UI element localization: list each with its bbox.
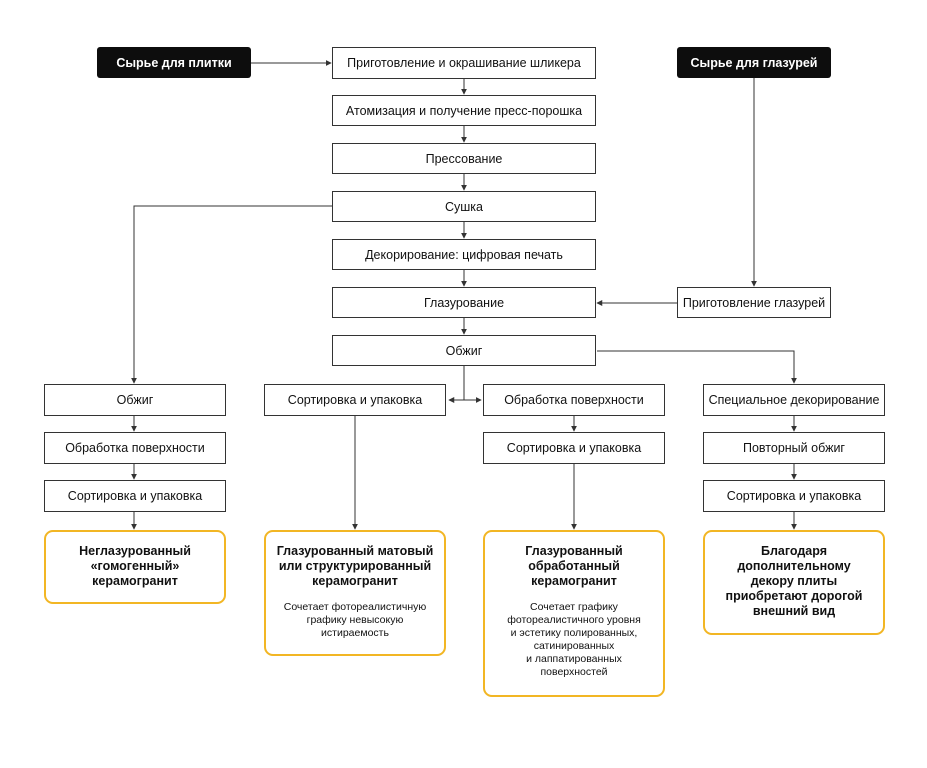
- step-glaze-prep: Приготовление глазурей: [677, 287, 831, 318]
- b1-fire-label: Обжиг: [116, 393, 154, 407]
- b4-special-label: Специальное декорирование: [708, 393, 880, 407]
- b4-sort-label: Сортировка и упаковка: [726, 489, 862, 503]
- step-fire-label: Обжиг: [445, 343, 483, 358]
- step-fire: Обжиг: [332, 335, 596, 366]
- step-dry: Сушка: [332, 191, 596, 222]
- b2-sort-label: Сортировка и упаковка: [287, 393, 423, 407]
- b4-sort: Сортировка и упаковка: [703, 480, 885, 512]
- b1-fire: Обжиг: [44, 384, 226, 416]
- result-processed-title: Глазурованный обработанный керамогранит: [525, 544, 623, 588]
- step-press-label: Прессование: [425, 151, 503, 166]
- b1-surface-label: Обработка поверхности: [65, 441, 205, 455]
- step-decor-label: Декорирование: цифровая печать: [365, 247, 563, 262]
- result-unglazed-title: Неглазурованный «гомогенный» керамограни…: [79, 544, 191, 588]
- b1-sort-label: Сортировка и упаковка: [67, 489, 203, 503]
- result-matte-title: Глазурованный матовый или структурирован…: [276, 544, 434, 588]
- b2-sort: Сортировка и упаковка: [264, 384, 446, 416]
- b3-sort-label: Сортировка и упаковка: [506, 441, 642, 455]
- result-matte-desc: Сочетает фотореалистичную графику невысо…: [283, 601, 427, 639]
- step-press: Прессование: [332, 143, 596, 174]
- b1-sort: Сортировка и упаковка: [44, 480, 226, 512]
- arrow-fire-to-branch4: [597, 350, 797, 384]
- b1-surface: Обработка поверхности: [44, 432, 226, 464]
- b4-refire: Повторный обжиг: [703, 432, 885, 464]
- step-dry-label: Сушка: [444, 199, 483, 214]
- step-glaze-prep-label: Приготовление глазурей: [682, 295, 826, 310]
- raw-glaze-label: Сырье для глазурей: [690, 55, 818, 70]
- arrow-dry-to-branch1: [131, 205, 332, 384]
- step-slip: Приготовление и окрашивание шликера: [332, 47, 596, 79]
- b4-special: Специальное декорирование: [703, 384, 885, 416]
- step-atomize-label: Атомизация и получение пресс-порошка: [345, 103, 583, 118]
- result-unglazed: Неглазурованный «гомогенный» керамограни…: [44, 530, 226, 604]
- raw-tile-label: Сырье для плитки: [116, 55, 232, 70]
- b4-refire-label: Повторный обжиг: [742, 441, 845, 455]
- step-decor: Декорирование: цифровая печать: [332, 239, 596, 270]
- result-decor: Благодаря дополнительному декору плиты п…: [703, 530, 885, 635]
- step-slip-label: Приготовление и окрашивание шликера: [347, 56, 581, 70]
- b3-surface: Обработка поверхности: [483, 384, 665, 416]
- step-glazing-label: Глазурование: [423, 295, 505, 310]
- raw-glaze-box: Сырье для глазурей: [677, 47, 831, 78]
- step-atomize: Атомизация и получение пресс-порошка: [332, 95, 596, 126]
- result-processed: Глазурованный обработанный керамогранит …: [483, 530, 665, 697]
- b3-sort: Сортировка и упаковка: [483, 432, 665, 464]
- b3-surface-label: Обработка поверхности: [504, 393, 644, 407]
- step-glazing: Глазурование: [332, 287, 596, 318]
- result-matte: Глазурованный матовый или структурирован…: [264, 530, 446, 656]
- result-processed-desc: Сочетает графику фотореалистичного уровн…: [507, 601, 641, 678]
- raw-tile-box: Сырье для плитки: [97, 47, 251, 78]
- result-decor-title: Благодаря дополнительному декору плиты п…: [725, 544, 863, 618]
